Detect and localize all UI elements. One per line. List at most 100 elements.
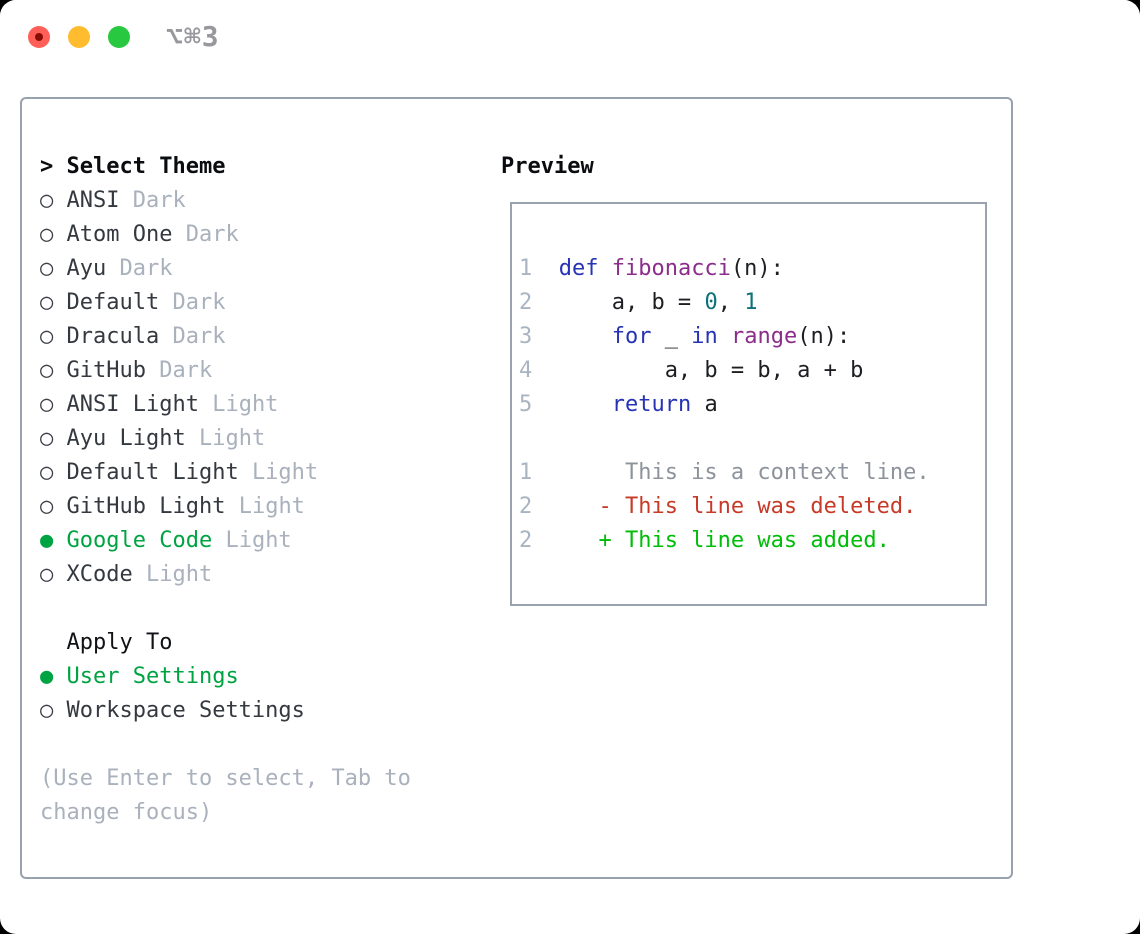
preview-title: Preview <box>501 154 594 179</box>
select-theme-title: Select Theme <box>66 154 226 179</box>
theme-name: GitHub <box>66 358 146 383</box>
code-line: 2 a, b = 0, 1 <box>519 286 985 320</box>
apply-option-workspace-settings[interactable]: ○ Workspace Settings <box>40 694 305 728</box>
theme-option-dracula[interactable]: ○ Dracula Dark <box>40 320 318 354</box>
radio-icon: ○ <box>40 426 54 451</box>
radio-icon: ○ <box>40 188 54 213</box>
close-button[interactable] <box>28 26 50 48</box>
code-token: a <box>691 392 718 417</box>
titlebar: ⌥⌘3 <box>0 0 1140 74</box>
apply-option-name: User Settings <box>66 664 239 689</box>
code-token: (n): <box>730 256 784 281</box>
diff-text: + This line was added. <box>545 528 890 553</box>
theme-list: > Select Theme ○ ANSI Dark○ Atom One Dar… <box>40 150 318 592</box>
preview-blank-line <box>519 422 985 456</box>
theme-name: Ayu <box>66 256 107 281</box>
theme-option-google-code[interactable]: ● Google Code Light <box>40 524 318 558</box>
apply-to-section: Apply To ● User Settings○ Workspace Sett… <box>40 626 305 728</box>
theme-variant: Dark <box>159 358 213 383</box>
selected-radio-icon: ● <box>40 528 54 553</box>
theme-variant: Dark <box>119 256 173 281</box>
radio-icon: ○ <box>40 324 54 349</box>
code-token <box>598 256 611 281</box>
theme-option-default[interactable]: ○ Default Dark <box>40 286 318 320</box>
theme-variant: Light <box>145 562 213 587</box>
code-line: 4 a, b = b, a + b <box>519 354 985 388</box>
diff-line-context: 1 This is a context line. <box>519 456 985 490</box>
code-token: def <box>545 256 599 281</box>
line-number: 2 <box>519 528 533 553</box>
radio-icon: ○ <box>40 698 54 723</box>
radio-icon: ○ <box>40 256 54 281</box>
radio-icon: ○ <box>40 562 54 587</box>
code-token: _ <box>651 324 692 349</box>
theme-picker-panel: > Select Theme ○ ANSI Dark○ Atom One Dar… <box>20 97 1013 879</box>
radio-icon: ○ <box>40 392 54 417</box>
code-token <box>545 324 611 349</box>
theme-name: XCode <box>66 562 133 587</box>
theme-name: Ayu Light <box>66 426 186 451</box>
theme-variant: Light <box>212 392 279 417</box>
code-token: fibonacci <box>611 256 731 281</box>
selected-radio-icon: ● <box>40 664 54 689</box>
theme-option-ayu-light[interactable]: ○ Ayu Light Light <box>40 422 318 456</box>
diff-preview: 1 This is a context line.2 - This line w… <box>519 456 985 558</box>
diff-text: This is a context line. <box>545 460 930 485</box>
code-line: 1 def fibonacci(n): <box>519 252 985 286</box>
theme-name: Atom One <box>66 222 173 247</box>
theme-variant: Dark <box>132 188 186 213</box>
code-token: 1 <box>744 290 758 315</box>
theme-variant: Light <box>238 494 305 519</box>
radio-icon: ○ <box>40 460 54 485</box>
code-token: , <box>717 290 745 315</box>
theme-option-default-light[interactable]: ○ Default Light Light <box>40 456 318 490</box>
radio-icon: ○ <box>40 222 54 247</box>
code-token: a, b = <box>545 290 705 315</box>
apply-option-user-settings[interactable]: ● User Settings <box>40 660 305 694</box>
theme-option-github-light[interactable]: ○ GitHub Light Light <box>40 490 318 524</box>
theme-variant: Dark <box>172 324 226 349</box>
line-number: 4 <box>519 358 533 383</box>
hint-text-line: (Use Enter to select, Tab to <box>40 766 411 791</box>
radio-icon: ○ <box>40 358 54 383</box>
line-number: 5 <box>519 392 533 417</box>
theme-variant: Dark <box>185 222 239 247</box>
theme-name: Google Code <box>66 528 213 553</box>
apply-option-name: Workspace Settings <box>66 698 305 723</box>
line-number: 1 <box>519 256 533 281</box>
theme-variant: Light <box>198 426 266 451</box>
code-line: 5 return a <box>519 388 985 422</box>
theme-name: Default Light <box>66 460 239 485</box>
code-line: 3 for _ in range(n): <box>519 320 985 354</box>
code-token: return <box>611 392 692 417</box>
theme-option-ayu[interactable]: ○ Ayu Dark <box>40 252 318 286</box>
line-number: 1 <box>519 460 533 485</box>
diff-text: - This line was deleted. <box>545 494 917 519</box>
theme-option-ansi[interactable]: ○ ANSI Dark <box>40 184 318 218</box>
code-token: 0 <box>704 290 718 315</box>
code-token <box>718 324 731 349</box>
zoom-button[interactable] <box>108 26 130 48</box>
theme-name: Dracula <box>66 324 160 349</box>
theme-option-ansi-light[interactable]: ○ ANSI Light Light <box>40 388 318 422</box>
minimize-button[interactable] <box>68 26 90 48</box>
code-token: in <box>691 324 718 349</box>
code-token: (n): <box>797 324 851 349</box>
line-number: 2 <box>519 290 533 315</box>
diff-line-added: 2 + This line was added. <box>519 524 985 558</box>
theme-variant: Dark <box>172 290 226 315</box>
focus-caret-icon: > <box>40 154 54 179</box>
theme-option-xcode[interactable]: ○ XCode Light <box>40 558 318 592</box>
theme-variant: Light <box>251 460 319 485</box>
theme-name: Default <box>66 290 160 315</box>
theme-name: ANSI Light <box>66 392 199 417</box>
theme-name: ANSI <box>66 188 120 213</box>
code-token: for <box>611 324 652 349</box>
diff-line-deleted: 2 - This line was deleted. <box>519 490 985 524</box>
radio-icon: ○ <box>40 494 54 519</box>
theme-option-atom-one[interactable]: ○ Atom One Dark <box>40 218 318 252</box>
theme-option-github[interactable]: ○ GitHub Dark <box>40 354 318 388</box>
line-number: 2 <box>519 494 533 519</box>
